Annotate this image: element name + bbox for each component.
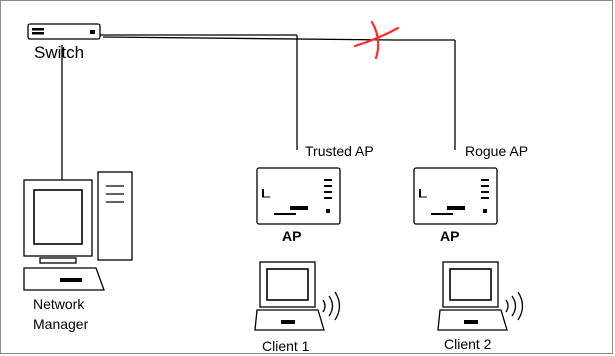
network-manager-label: Network Manager bbox=[33, 294, 88, 334]
connections bbox=[61, 34, 456, 183]
trusted-ap-device bbox=[256, 167, 341, 225]
network-manager-computer bbox=[23, 171, 133, 291]
rogue-ap-device-label: AP bbox=[440, 228, 460, 244]
blocked-link-marker bbox=[353, 20, 400, 60]
trusted-ap-label: Trusted AP bbox=[305, 143, 374, 159]
wireless-signal-icon bbox=[322, 291, 341, 321]
switch-device bbox=[27, 23, 101, 40]
monitor-stand bbox=[39, 257, 77, 264]
tower bbox=[97, 171, 133, 261]
client-1-laptop bbox=[254, 261, 325, 331]
rogue-ap-device bbox=[413, 167, 498, 225]
network-manager-label-line1: Network bbox=[33, 296, 85, 312]
wireless-signal-icon bbox=[505, 291, 524, 321]
switch-label: Switch bbox=[34, 43, 85, 62]
client-2-label: Client 2 bbox=[444, 336, 492, 352]
switch-to-rogue-link bbox=[102, 36, 394, 41]
client-1-label: Client 1 bbox=[262, 338, 310, 354]
network-manager-label-line2: Manager bbox=[33, 316, 89, 332]
trusted-ap-device-label: AP bbox=[282, 228, 302, 244]
rogue-ap-label: Rogue AP bbox=[465, 143, 529, 159]
client-2-laptop bbox=[437, 261, 508, 331]
